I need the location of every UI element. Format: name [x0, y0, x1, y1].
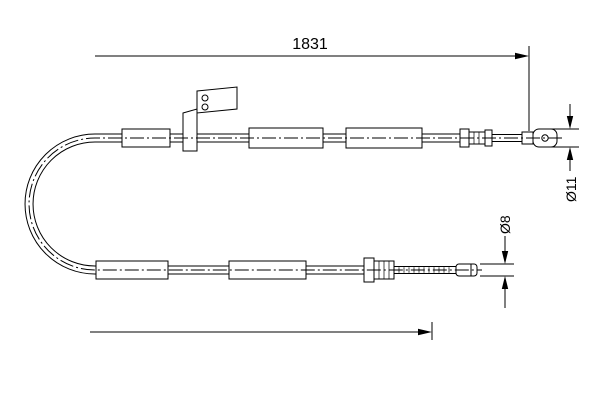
mounting-bracket	[182, 86, 238, 152]
arrow-right-icon	[418, 328, 432, 336]
cable-outline-inner	[25, 134, 462, 274]
arrow-up-icon	[566, 147, 574, 160]
cable-body	[24, 133, 462, 275]
cable-outline-outer	[24, 133, 462, 275]
protective-sleeves	[95, 127, 423, 280]
cable-centerline	[28, 137, 562, 271]
arrow-down-icon	[566, 116, 574, 129]
lower-length-arrow	[90, 322, 433, 340]
dimension-overall-length: 1831	[95, 36, 530, 131]
dimension-eyelet-diameter: Ø11	[549, 104, 579, 202]
bracket-hole	[201, 103, 209, 111]
bracket-clamp-strip	[182, 108, 198, 152]
bracket-hole	[201, 94, 209, 102]
rod-diameter-label: Ø8	[497, 215, 513, 234]
overall-length-label: 1831	[292, 36, 328, 53]
arrow-up-icon	[501, 276, 509, 289]
eyelet-diameter-label: Ø11	[563, 176, 579, 202]
arrow-right-icon	[515, 52, 529, 60]
dimension-rod-diameter: Ø8	[480, 215, 514, 308]
arrow-down-icon	[501, 251, 509, 264]
